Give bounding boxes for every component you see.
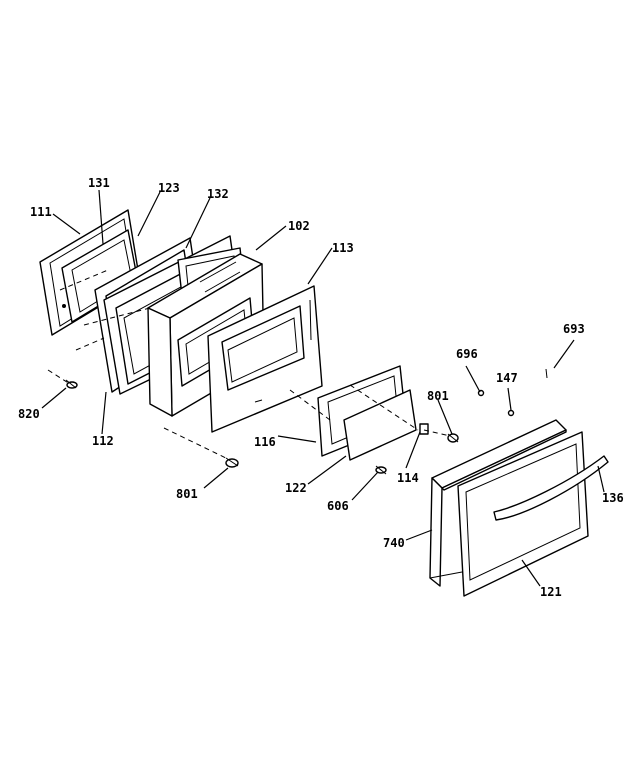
label-131: 131 [88, 176, 110, 190]
part-122-lower-window [343, 389, 417, 461]
part-147-clip [507, 409, 515, 417]
label-116: 116 [254, 435, 276, 449]
label-693: 693 [563, 322, 585, 336]
label-801-lower: 801 [176, 487, 198, 501]
part-801-screw-right [447, 433, 459, 443]
label-606: 606 [327, 499, 349, 513]
part-693-pin [545, 368, 548, 379]
assembly-lines [47, 269, 451, 461]
label-123: 123 [158, 181, 180, 195]
label-111: 111 [30, 205, 52, 219]
label-112: 112 [92, 434, 114, 448]
label-740: 740 [383, 536, 405, 550]
part-606-screw [375, 465, 387, 475]
label-696: 696 [456, 347, 478, 361]
label-114: 114 [397, 471, 419, 485]
label-801-right: 801 [427, 389, 449, 403]
part-801-screw-lower [225, 457, 239, 468]
leader-lines [41, 189, 605, 587]
label-113: 113 [332, 241, 354, 255]
label-136: 136 [602, 491, 624, 505]
part-820-screw [65, 379, 78, 389]
label-132: 132 [207, 187, 229, 201]
label-121: 121 [540, 585, 562, 599]
part-labels: 111 131 123 132 102 113 820 112 116 801 … [18, 176, 624, 599]
part-740-door-frame [429, 419, 567, 587]
part-136-handle [493, 455, 609, 521]
label-147: 147 [496, 371, 518, 385]
label-102: 102 [288, 219, 310, 233]
label-820: 820 [18, 407, 40, 421]
part-121-outer-glass [457, 431, 589, 597]
part-114-bracket [419, 423, 429, 435]
part-113-outer-panel [207, 285, 323, 433]
label-122: 122 [285, 481, 307, 495]
